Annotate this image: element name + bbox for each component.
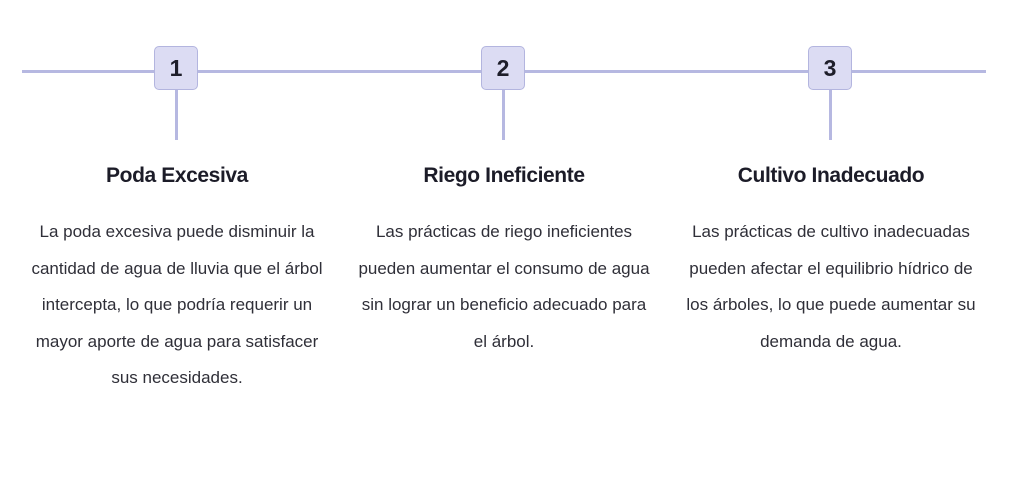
step-title: Riego Ineficiente [423, 164, 585, 187]
step-title: Poda Excesiva [106, 164, 248, 187]
step-number-badge: 1 [154, 46, 198, 90]
step-description: La poda excesiva puede disminuir la cant… [31, 222, 323, 387]
step-title: Cultivo Inadecuado [737, 164, 925, 187]
step-description: Las prácticas de riego ineficientes pued… [358, 222, 650, 351]
step-number-badge: 3 [808, 46, 852, 90]
step-connector [502, 90, 505, 140]
step-connector [175, 90, 178, 140]
step-number-badge: 2 [481, 46, 525, 90]
step-connector [829, 90, 832, 140]
step-description: Las prácticas de cultivo inadecuadas pue… [686, 222, 976, 351]
